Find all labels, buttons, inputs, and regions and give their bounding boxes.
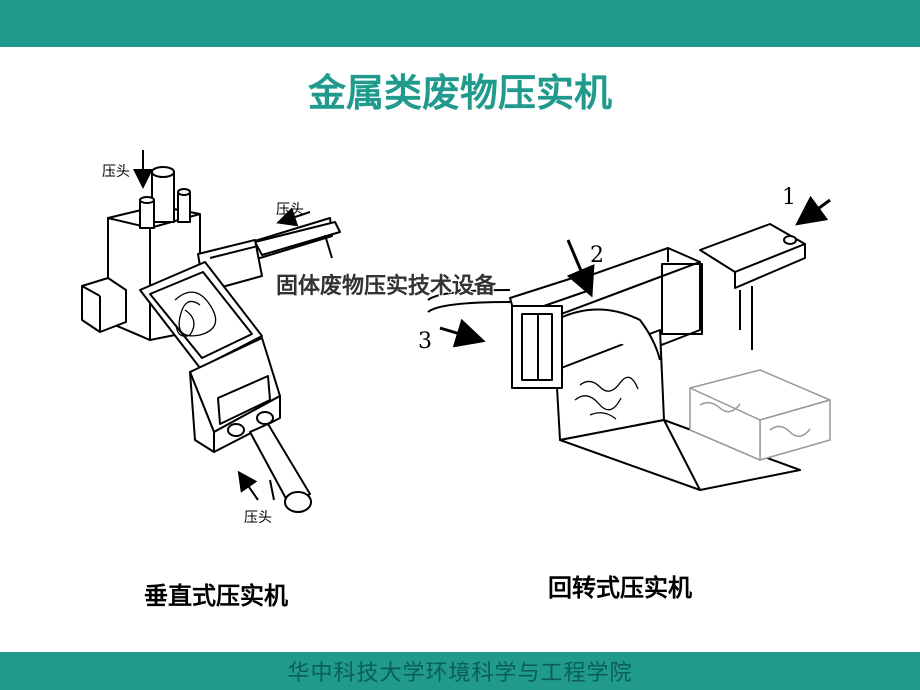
top-header-bar <box>0 0 920 47</box>
vertical-compactor-drawing <box>81 166 341 513</box>
rotary-label-3: 3 <box>418 329 432 354</box>
rotary-label-2: 2 <box>590 243 604 268</box>
vertical-press-caption: 垂直式压实机 <box>144 581 288 610</box>
rotary-compactor-drawing <box>427 223 831 491</box>
bottom-footer-bar <box>0 652 920 690</box>
slide-title: 金属类废物压实机 <box>307 71 612 115</box>
ram-label-bottom: 压头 <box>244 510 272 526</box>
rotary-label-1: 1 <box>782 185 796 210</box>
overlay-watermark-text: 固体废物压实技术设备 <box>276 273 497 299</box>
ram-label-side: 压头 <box>276 202 304 218</box>
ram-label-top: 压头 <box>102 164 130 180</box>
footer-institution: 华中科技大学环境科学与工程学院 <box>287 661 633 686</box>
rotary-press-caption: 回转式压实机 <box>548 573 692 602</box>
